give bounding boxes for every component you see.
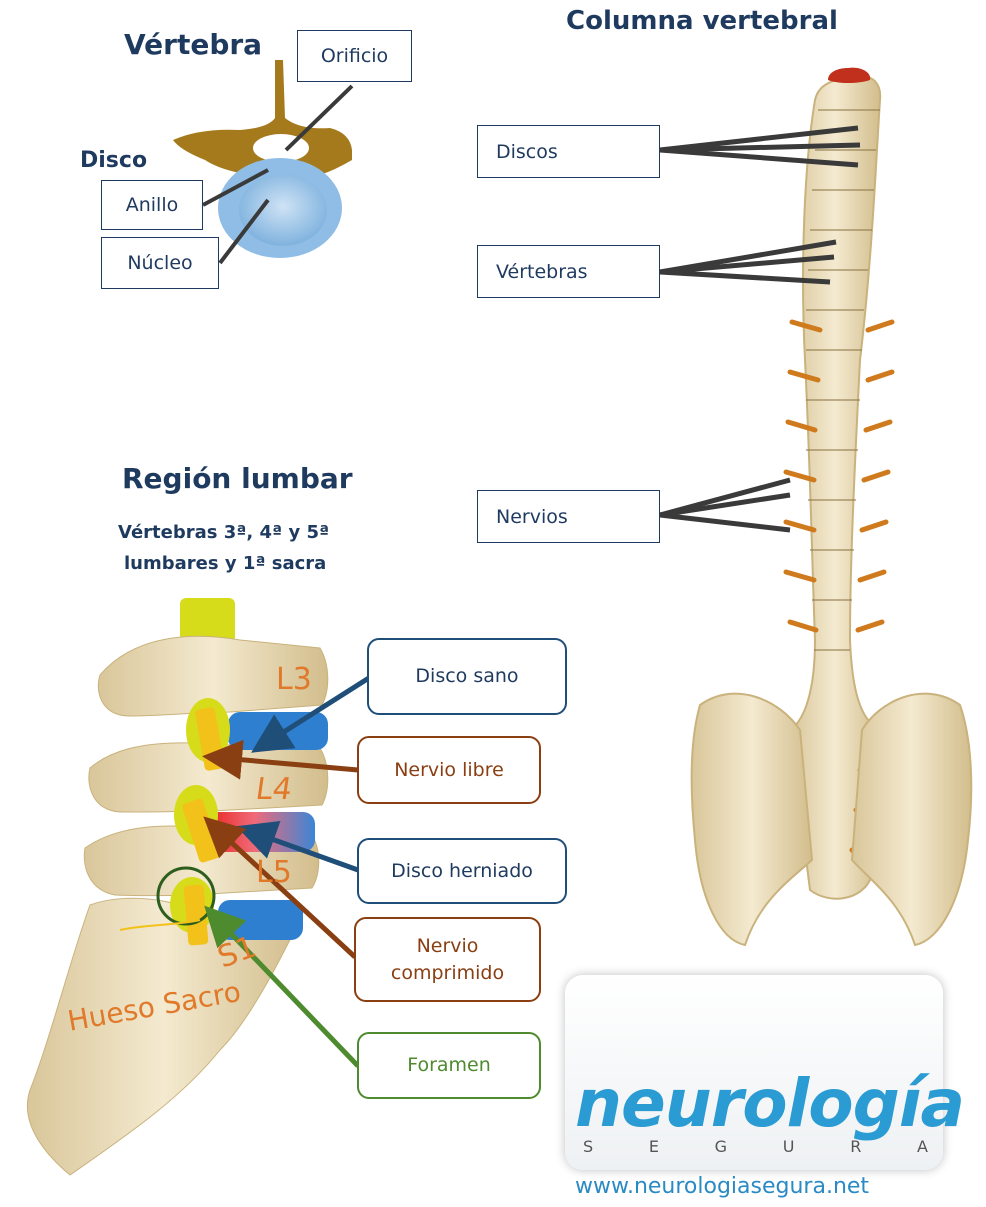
column-heading: Columna vertebral (566, 6, 838, 36)
label-disco-sano: Disco sano (367, 638, 567, 715)
label-orificio: Orificio (297, 30, 412, 82)
level-label-l5: L5 (256, 855, 292, 890)
disco-heading: Disco (80, 148, 147, 173)
label-foramen: Foramen (357, 1032, 541, 1099)
logo-letter: E (649, 1137, 659, 1156)
logo-letter: U (783, 1137, 795, 1156)
label-nervio-comprimido: Nervio comprimido (354, 917, 541, 1002)
lumbar-subtitle-line-2: lumbares y 1ª sacra (124, 553, 326, 574)
lumbar-subtitle-line-1: Vértebras 3ª, 4ª y 5ª (118, 522, 329, 543)
label-discos: Discos (477, 125, 660, 178)
label-vertebras: Vértebras (477, 245, 660, 298)
lumbar-illustration (27, 598, 372, 1175)
logo-letter: R (850, 1137, 861, 1156)
vertebra-top-view (173, 60, 352, 263)
logo-letter: G (715, 1137, 727, 1156)
logo-wordmark: neurología (575, 1065, 935, 1142)
label-nervios: Nervios (477, 490, 660, 543)
lumbar-region-heading: Región lumbar (122, 462, 353, 495)
level-label-l3: L3 (276, 662, 312, 697)
spine-illustration (660, 68, 971, 945)
website-url[interactable]: www.neurologiasegura.net (575, 1174, 869, 1199)
label-disco-herniado: Disco herniado (357, 838, 567, 904)
label-anillo: Anillo (101, 180, 203, 230)
label-nucleo: Núcleo (101, 237, 219, 289)
neurologia-segura-logo: neurología S E G U R A (565, 975, 943, 1170)
label-nervio-libre: Nervio libre (357, 736, 541, 804)
logo-letter: A (917, 1137, 928, 1156)
logo-letter: S (583, 1137, 593, 1156)
level-label-l4: L4 (254, 772, 295, 807)
logo-subtitle: S E G U R A (583, 1137, 928, 1156)
vertebra-heading: Vértebra (124, 28, 262, 61)
